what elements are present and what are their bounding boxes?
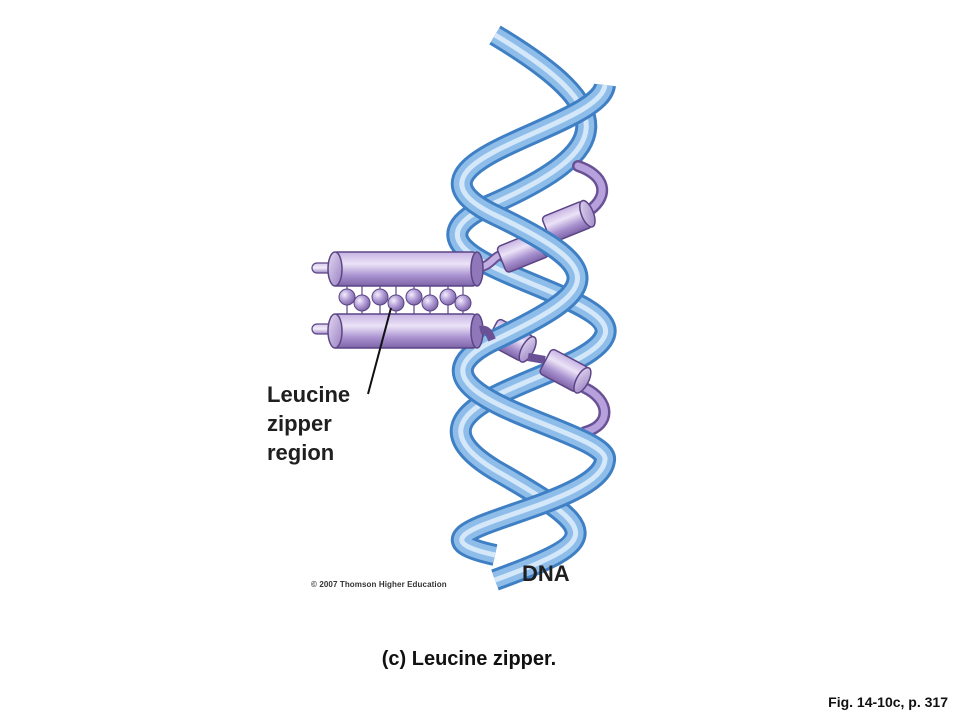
leucine-side-chains: [338, 286, 472, 318]
leucine-ball: [353, 294, 371, 312]
figure-caption: (c) Leucine zipper.: [0, 648, 960, 671]
label-line-2: zipper: [267, 411, 332, 436]
dna-front-strand: [450, 81, 616, 566]
protein-lower-arm: [486, 318, 611, 438]
leucine-ball: [439, 288, 457, 306]
leucine-ball: [338, 288, 356, 306]
copyright-notice: © 2007 Thomson Higher Education: [311, 580, 447, 589]
leucine-ball: [405, 288, 423, 306]
leucine-ball: [387, 294, 405, 312]
label-line-3: region: [267, 440, 335, 465]
figure-caption-text: (c) Leucine zipper.: [381, 648, 557, 670]
protein-helix-bottom: [311, 313, 496, 349]
leucine-ball: [454, 294, 472, 312]
dna-label: DNA: [522, 561, 570, 586]
leucine-zipper-leader-line: [367, 307, 392, 395]
leucine-ball: [421, 294, 439, 312]
protein-helix-top: [311, 251, 484, 287]
leucine-ball: [371, 288, 389, 306]
figure-reference: Fig. 14-10c, p. 317: [828, 694, 948, 710]
leucine-zipper-region-label: Leucine zipper region: [267, 380, 350, 467]
label-line-1: Leucine: [267, 382, 351, 407]
